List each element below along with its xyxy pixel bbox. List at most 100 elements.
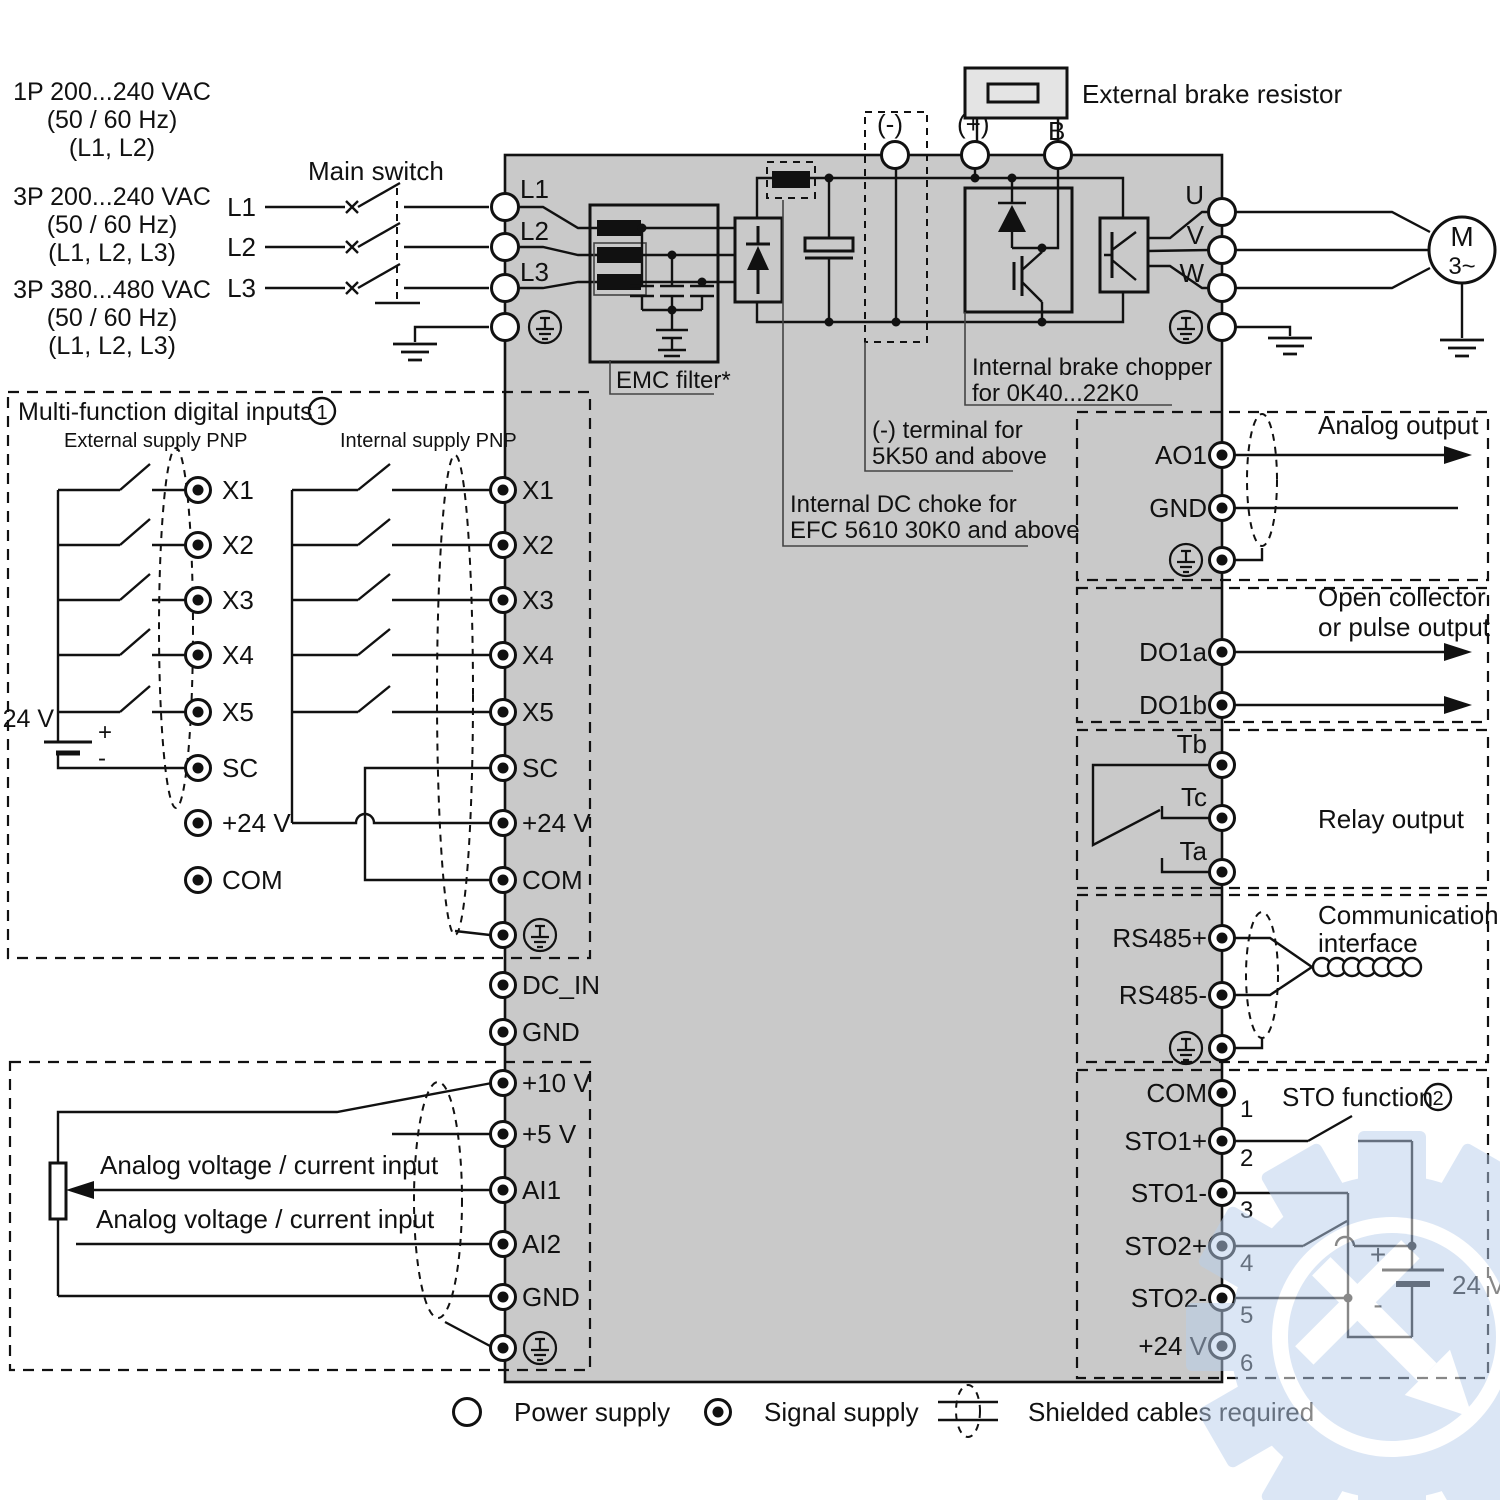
- battery-plus-label: +: [98, 719, 112, 746]
- label-x2-external: X2: [222, 530, 254, 560]
- comm-coil: [1311, 956, 1423, 978]
- internal-24v-wire-hop: [292, 812, 492, 825]
- watermark-gear: [1186, 1131, 1500, 1500]
- rectifier: [733, 216, 784, 304]
- terminal-do1b: [1208, 691, 1236, 719]
- emc-out-wires: [641, 226, 735, 284]
- digital-output-title-2: or pulse output: [1318, 612, 1491, 642]
- main-switch-label: Main switch: [308, 156, 444, 186]
- external-supply-heading: External supply PNP: [64, 430, 247, 452]
- terminal-sto1p: [1208, 1127, 1236, 1155]
- relay-section: Relay output Tb Tc Ta: [1075, 728, 1490, 890]
- analog-output-title: Analog output: [1318, 410, 1479, 440]
- motor-earth-symbol: [1438, 338, 1486, 358]
- brake-resistor-wires: [975, 118, 1060, 142]
- terminal-x2-external: [184, 531, 212, 559]
- terminal-x3: [489, 586, 517, 614]
- terminal-pe-input: [490, 312, 520, 342]
- battery-24v-label: 24 V: [3, 705, 55, 733]
- rectifier-diode: [747, 246, 769, 270]
- choke-note-1: Internal DC choke for: [790, 491, 1017, 518]
- terminal-rs485p: [1208, 924, 1236, 952]
- label-x2: X2: [522, 530, 554, 560]
- analog-shield-tail: [444, 1320, 491, 1348]
- label-x1: X1: [522, 475, 554, 505]
- badge-1-circle: [307, 396, 337, 426]
- analog-output-section: Analog output AO1 GND: [1075, 410, 1490, 582]
- terminal-sto1m: [1208, 1179, 1236, 1207]
- terminal-dc-plus: [960, 140, 990, 170]
- label-ai2: AI2: [522, 1229, 561, 1259]
- drive-block: [503, 153, 1224, 1384]
- terminal-ai2: [489, 1230, 517, 1258]
- terminal-sto-com: [1208, 1079, 1236, 1107]
- mains-wires: [265, 181, 489, 342]
- switch-cross-marks: [345, 200, 359, 295]
- motor-phase-label: 3~: [1448, 253, 1475, 280]
- label-10v: +10 V: [522, 1068, 591, 1098]
- sto-pin-1: 1: [1240, 1096, 1253, 1123]
- analog-inputs-box: [8, 1060, 592, 1372]
- terminal-pe-control2: [489, 1334, 517, 1362]
- supply-3p200-line3: (L1, L2, L3): [48, 239, 176, 267]
- label-x3-external: X3: [222, 585, 254, 615]
- chopper-note-leader: [964, 312, 1172, 406]
- terminal-l1: [490, 192, 520, 222]
- label-do1b: DO1b: [1139, 690, 1207, 720]
- digital-output-wires: [1235, 650, 1446, 707]
- analog-shield-ellipse: [413, 1081, 463, 1319]
- label-x5: X5: [522, 697, 554, 727]
- terminal-w: [1207, 273, 1237, 303]
- terminal-com: [489, 866, 517, 894]
- emc-filter: EMC filter*: [518, 203, 735, 395]
- dc-choke-inductor: [772, 171, 810, 188]
- terminal-x1: [489, 476, 517, 504]
- potentiometer: [48, 1161, 68, 1221]
- comm-section: Communication interface RS485+ RS485-: [1075, 893, 1499, 1066]
- label-com: COM: [522, 865, 583, 895]
- chopper-diode-leads: [998, 178, 1042, 250]
- sto-box: [1075, 1068, 1490, 1380]
- drive-l2-label: L2: [520, 216, 549, 246]
- terminal-rs485m: [1208, 981, 1236, 1009]
- pe-earth-symbol: [1266, 336, 1314, 356]
- label-sto1m: STO1-: [1131, 1178, 1207, 1208]
- emc-box: [588, 203, 720, 364]
- internal-notes: Internal brake chopper for 0K40...22K0 (…: [782, 200, 1212, 547]
- terminal-ao1: [1208, 441, 1236, 469]
- label-sc-external: SC: [222, 753, 258, 783]
- u-label: U: [1185, 180, 1204, 210]
- minus-note-1: (-) terminal for: [872, 417, 1023, 444]
- terminal-pe-aout: [1208, 546, 1236, 574]
- supply-1p-line3: (L1, L2): [69, 134, 155, 162]
- label-x4-external: X4: [222, 640, 254, 670]
- label-rs485p: RS485+: [1112, 923, 1207, 953]
- analog-inputs-section: Analog voltage / current input Analog vo…: [8, 1060, 592, 1372]
- comm-wires: [1235, 936, 1313, 1050]
- terminal-dc-minus: [880, 140, 910, 170]
- label-tb: Tb: [1177, 729, 1207, 759]
- label-x1-external: X1: [222, 475, 254, 505]
- minus-terminal-dashed-box: [864, 111, 928, 343]
- supply-3p200-line1: 3P 200...240 VAC: [13, 183, 211, 211]
- analog-wires: [56, 1081, 493, 1298]
- legend: Power supply Signal supply Shielded cabl…: [452, 1384, 1314, 1438]
- badge-2-circle: [1423, 1082, 1453, 1112]
- dc-cap-plate-top: [803, 236, 855, 253]
- uvw-wires: [1147, 210, 1210, 290]
- do1a-arrowhead: [1444, 643, 1472, 661]
- supply-3p380-line1: 3P 380...480 VAC: [13, 276, 211, 304]
- terminal-x4-external: [184, 641, 212, 669]
- external-shield-ellipse: [158, 447, 194, 809]
- drive-l3-label: L3: [520, 257, 549, 287]
- minus-note-leader: [864, 342, 1013, 472]
- terminal-tc: [1208, 804, 1236, 832]
- terminal-l2: [490, 232, 520, 262]
- label-24v-external: +24 V: [222, 808, 291, 838]
- supply-1p-line2: (50 / 60 Hz): [47, 106, 178, 134]
- comm-title-1: Communication: [1318, 900, 1499, 930]
- emc-inductor-1: [597, 220, 641, 236]
- comm-box: [1075, 893, 1490, 1064]
- analog-output-box: [1075, 410, 1490, 582]
- label-gnd-mid: GND: [522, 1017, 580, 1047]
